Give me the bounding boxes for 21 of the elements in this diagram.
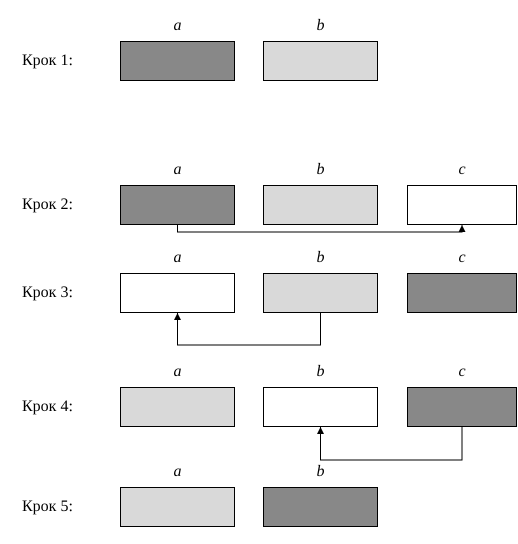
variable-label: a [174, 17, 182, 35]
variable-label: b [316, 463, 324, 481]
step-label: Крок 5: [22, 498, 73, 516]
variable-label: b [316, 161, 324, 179]
arrow [174, 312, 321, 346]
variable-label: a [174, 249, 182, 267]
arrow [177, 224, 466, 232]
variable-label: b [316, 249, 324, 267]
variable-label: a [174, 363, 182, 381]
arrow [317, 426, 462, 460]
variable-label: c [458, 161, 466, 179]
variable-label: c [458, 249, 466, 267]
step-label: Крок 4: [22, 398, 73, 416]
variable-label: b [316, 363, 324, 381]
step-label: Крок 2: [22, 196, 73, 214]
variable-label: a [174, 161, 182, 179]
variable-label: b [316, 17, 324, 35]
variable-label: a [174, 463, 182, 481]
variable-label: c [458, 363, 466, 381]
step-label: Крок 1: [22, 52, 73, 70]
step-label: Крок 3: [22, 284, 73, 302]
